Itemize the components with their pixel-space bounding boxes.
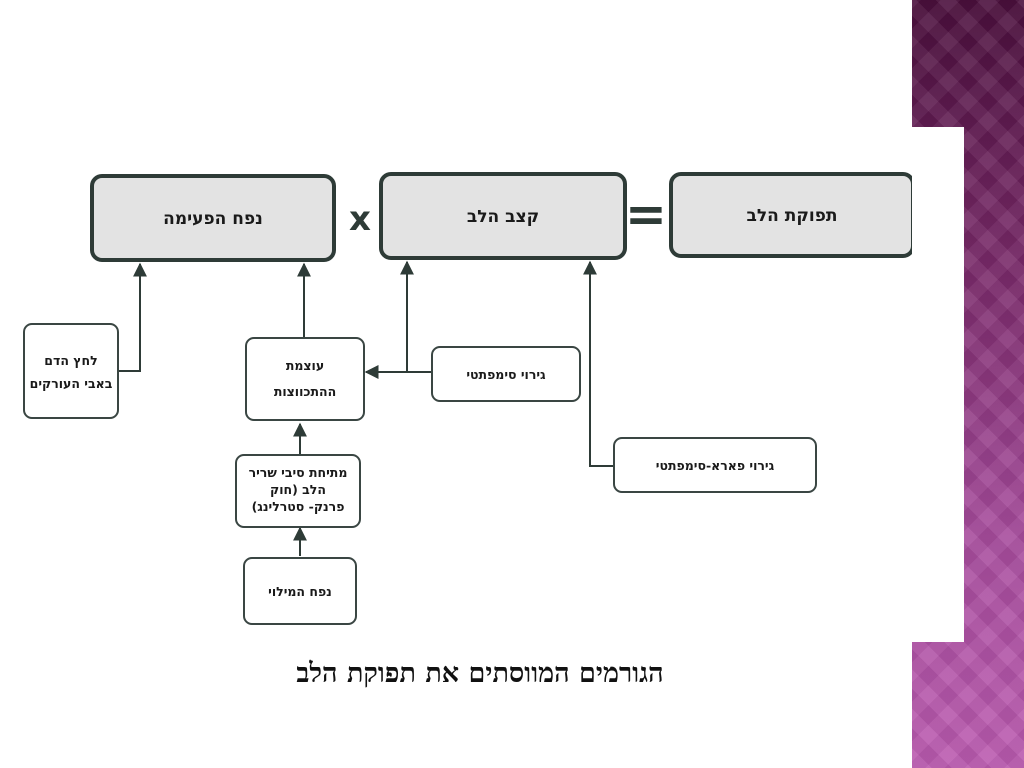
equals-operator: = <box>625 185 667 243</box>
stroke-volume-label: נפח הפעימה <box>163 209 263 229</box>
arterial-pressure-line-2: באבי העורקים <box>30 376 113 391</box>
slide-title: הגורמים המווסתים את תפוקת הלב <box>296 658 664 689</box>
sympathetic-box: גירוי סימפתטי <box>431 346 581 402</box>
cardiac-output-label: תפוקת הלב <box>746 206 837 226</box>
cardiac-output-diagram: נפח הפעימה קצב הלב תפוקת הלב x = לחץ הדם… <box>23 172 912 625</box>
stroke-volume-box: נפח הפעימה <box>90 174 336 262</box>
decorative-side-tab <box>912 127 964 642</box>
frank-starling-line-3: פרנק- סטרלינג) <box>252 499 345 514</box>
heart-rate-label: קצב הלב <box>467 207 539 227</box>
cardiac-output-box: תפוקת הלב <box>669 172 912 258</box>
multiply-operator: x <box>349 199 371 239</box>
frank-starling-line-2: הלב (חוק <box>270 482 326 497</box>
frank-starling-line-1: מתיחת סיבי שריר <box>249 465 348 480</box>
connector-pressure-to-stroke-volume <box>118 262 147 372</box>
filling-volume-box: נפח המילוי <box>243 557 357 625</box>
contraction-force-line-2: ההתכווצות <box>274 384 336 399</box>
frank-starling-box: מתיחת סיבי שריר הלב (חוק פרנק- סטרלינג) <box>235 454 361 528</box>
connector-parasympathetic-to-heart-rate <box>583 260 614 467</box>
sympathetic-label: גירוי סימפתטי <box>466 367 546 382</box>
connectors <box>118 260 614 556</box>
arterial-pressure-line-1: לחץ הדם <box>44 353 97 368</box>
filling-volume-label: נפח המילוי <box>268 584 332 599</box>
contraction-force-box: עוצמת ההתכווצות <box>245 337 365 421</box>
contraction-force-line-1: עוצמת <box>286 358 324 373</box>
heart-rate-box: קצב הלב <box>379 172 627 260</box>
parasympathetic-box: גירוי פארא-סימפתטי <box>613 437 817 493</box>
parasympathetic-label: גירוי פארא-סימפתטי <box>656 458 775 473</box>
arterial-pressure-box: לחץ הדם באבי העורקים <box>23 323 119 419</box>
